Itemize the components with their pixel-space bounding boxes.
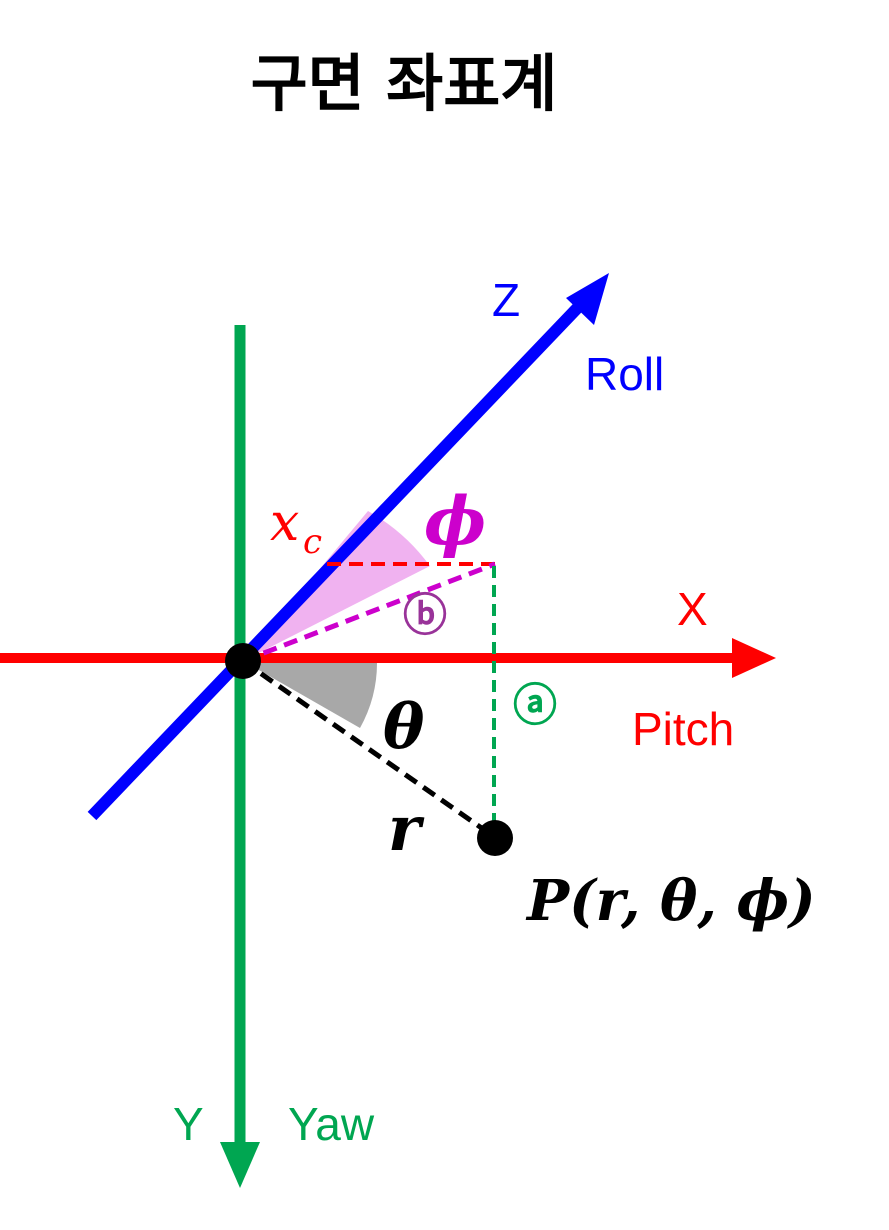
xc-label: x c [270, 493, 322, 562]
r-label: r [388, 792, 425, 865]
origin-point [225, 643, 261, 679]
point-p [477, 820, 513, 856]
marker-b: ⓑ [403, 590, 447, 641]
y-axis-name: Yaw [288, 1098, 375, 1150]
phi-projection-line [242, 561, 496, 664]
x-axis-name: Pitch [632, 703, 734, 755]
phi-label: ϕ [424, 482, 486, 560]
x-axis-arrowhead [732, 638, 776, 678]
marker-a: ⓐ [513, 680, 557, 731]
z-axis-letter: Z [492, 274, 520, 326]
theta-label: θ [383, 690, 425, 763]
point-label: P(r, θ, ϕ) [525, 868, 816, 934]
xc-label-base: x [270, 493, 299, 553]
z-axis-line [87, 295, 590, 821]
theta-angle-sector [243, 661, 378, 728]
z-axis-name: Roll [585, 348, 664, 400]
x-axis-letter: X [677, 583, 708, 635]
z-axis-arrowhead [566, 273, 609, 325]
xc-label-subscript: c [303, 522, 322, 562]
r-line [241, 658, 495, 839]
phi-angle-sector [243, 511, 430, 661]
y-axis-arrowhead [220, 1142, 260, 1188]
y-axis-letter: Y [173, 1098, 204, 1150]
diagram-title: 구면 좌표계 [251, 47, 558, 120]
